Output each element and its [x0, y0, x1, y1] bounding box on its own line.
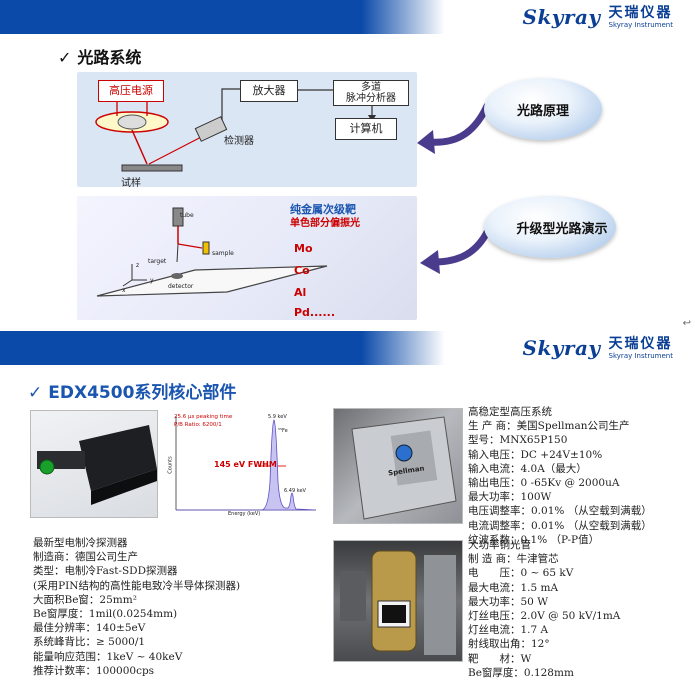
spectrum-peak1: 5.9 keV: [268, 414, 287, 420]
spectrum-chart: 25.6 µs peaking time P/B Ratio: 6200/1 1…: [162, 412, 320, 518]
detector-shape: [171, 273, 183, 279]
detector-info-line: 推荐计数率：100000cps: [33, 664, 155, 677]
xray-tube-core: [117, 114, 147, 130]
detector-info-line: (采用PIN结构的高性能电致冷半导体探测器): [33, 579, 241, 592]
hv-info-block: 高稳定型高压系统生 产 商：美国Spellman公司生产型号：MNX65P150…: [468, 405, 652, 547]
element-pd: Pd......: [294, 306, 336, 319]
fluorescence-beam: [148, 133, 208, 165]
spectrum-peak1b: ⁵⁵Fe: [278, 428, 288, 434]
materials-text: 纯金属次级靶 单色部分偏振光: [290, 203, 360, 230]
logo-script-text-2: Skyray: [522, 336, 601, 360]
base-plane: [96, 265, 328, 297]
primary-beam: [131, 129, 148, 165]
detector-info-block: 最新型电制冷探测器制造商：德国公司生产类型：电制冷Fast-SDD探测器(采用P…: [33, 536, 240, 678]
hv-info-line: 输入电流：4.0A（最大）: [468, 462, 587, 475]
tube-info-line: 灯丝电流：1.7 A: [468, 624, 549, 637]
logo-en-text-2: Skyray Instrument: [608, 351, 673, 360]
upgrade-demo-button[interactable]: 升级型光路演示: [484, 196, 616, 258]
amplifier-box: 放大器: [240, 80, 298, 102]
detector-label-2: detector: [168, 283, 194, 290]
principle-button-label: 光路原理: [516, 103, 569, 119]
detector-shape: [194, 116, 228, 142]
detector-info-line: 系统峰背比：≥ 5000/1: [33, 636, 146, 649]
tube-info-line: Be窗厚度：0.128mm: [468, 666, 574, 679]
axis-y-label: y: [150, 277, 154, 284]
logo-cn-text-2: 天瑞仪器: [608, 335, 673, 352]
axis-x-label: x: [122, 287, 126, 294]
tube-label: tube: [180, 212, 194, 219]
computer-box: 计算机: [335, 118, 397, 140]
check-icon-2: ✓: [28, 383, 43, 403]
upgrade-diagram-svg: [96, 207, 328, 297]
tube-info-line: 电 压：0 ~ 65 kV: [468, 567, 574, 580]
element-co: Co: [294, 264, 310, 277]
tube-info-line: 最大电流：1.5 mA: [468, 581, 559, 594]
tube-info-line: 射线取出角：12°: [468, 638, 550, 651]
check-icon: ✓: [58, 48, 72, 67]
detector-info-line: 最新型电制冷探测器: [33, 537, 128, 549]
element-al: Al: [294, 286, 307, 299]
hv-info-line: 最大功率：100W: [468, 491, 552, 504]
detector-info-line: 类型：电制冷Fast-SDD探测器: [33, 565, 178, 578]
logo-cn-text: 天瑞仪器: [608, 4, 673, 21]
sample-label: 试样: [121, 178, 141, 189]
section2-title-text: EDX4500系列核心部件: [48, 383, 237, 403]
section1-title-text: 光路系统: [77, 48, 142, 67]
detector-photo: [30, 410, 158, 518]
tube-info-line: 灯丝电压：2.0V @ 50 kV/1mA: [468, 610, 621, 623]
hv-info-line: 高稳定型高压系统: [468, 406, 552, 418]
spectrum-pb: P/B Ratio: 6200/1: [174, 422, 222, 428]
hv-info-line: 电流调整率：0.01% （从空载到满载）: [468, 519, 652, 532]
sample-shape: [121, 164, 183, 172]
hv-info-line: 型号：MNX65P150: [468, 434, 568, 447]
principle-button[interactable]: 光路原理: [484, 78, 602, 140]
hv-info-line: 输出电压：0 -65Kv @ 2000uA: [468, 477, 620, 490]
detector-label: 检测器: [224, 136, 254, 147]
spectrum-peak2: 6.49 keV: [284, 488, 306, 494]
spectrum-ylabel: Counts: [167, 456, 174, 474]
hv-source-box: 高压电源: [98, 80, 164, 102]
xray-tube-photo: [333, 540, 463, 662]
upgrade-diagram: [77, 196, 417, 320]
tube-info-line: 靶 材：W: [468, 652, 532, 665]
upgrade-demo-button-label: 升级型光路演示: [516, 221, 608, 237]
tube-info-line: 大功率铜光管: [468, 539, 531, 551]
sample-label-2: sample: [212, 250, 234, 257]
optical-path-svg: [95, 86, 376, 172]
tube-info-line: 最大功率：50 W: [468, 595, 548, 608]
arrow-principle: [417, 102, 491, 154]
sample-block: [202, 241, 210, 255]
header-band-2: Skyray 天瑞仪器 Skyray Instrument: [0, 331, 695, 365]
spectrum-peaking: 25.6 µs peaking time: [174, 414, 233, 420]
detector-info-line: 能量响应范围：1keV ~ 40keV: [33, 650, 183, 663]
spectrum-xlabel: Energy (keV): [228, 511, 261, 517]
hv-info-line: 电压调整率：0.01% （从空载到满载）: [468, 505, 652, 518]
materials-title: 纯金属次级靶: [290, 203, 356, 216]
tube-info-line: 制 造 商：牛津管芯: [468, 553, 559, 566]
detector-info-line: Be窗厚度：1mil(0.0254mm): [33, 608, 178, 621]
detector-info-line: 大面积Be窗：25mm²: [33, 593, 137, 606]
spectrum-svg: [175, 416, 317, 511]
section2-title: ✓EDX4500系列核心部件: [28, 378, 236, 403]
mca-box: 多道 脉冲分析器: [333, 80, 409, 106]
logo-script-text: Skyray: [522, 5, 601, 29]
hv-supply-photo: Spellman: [333, 408, 463, 524]
target-label: target: [148, 258, 167, 265]
logo: Skyray 天瑞仪器 Skyray Instrument: [523, 2, 674, 32]
detector-info-line: 最佳分辨率：140±5eV: [33, 622, 146, 635]
spectrum-fwhm: 145 eV FWHM: [214, 460, 277, 469]
hv-info-line: 生 产 商：美国Spellman公司生产: [468, 420, 630, 433]
logo-en-text: Skyray Instrument: [608, 20, 673, 29]
materials-subtitle: 单色部分偏振光: [290, 218, 360, 230]
axis-z-label: z: [136, 262, 140, 269]
hv-info-line: 纹波系数：0.1% （P-P值）: [468, 533, 600, 546]
logo-2: Skyray 天瑞仪器 Skyray Instrument: [523, 333, 674, 363]
element-mo: Mo: [294, 242, 313, 255]
header-band: Skyray 天瑞仪器 Skyray Instrument: [0, 0, 695, 34]
return-arrow-icon[interactable]: ↩: [682, 318, 691, 329]
hv-info-line: 输入电压：DC +24V±10%: [468, 448, 603, 461]
section1-title: ✓ 光路系统: [58, 44, 141, 68]
detector-info-line: 制造商：德国公司生产: [33, 551, 138, 564]
